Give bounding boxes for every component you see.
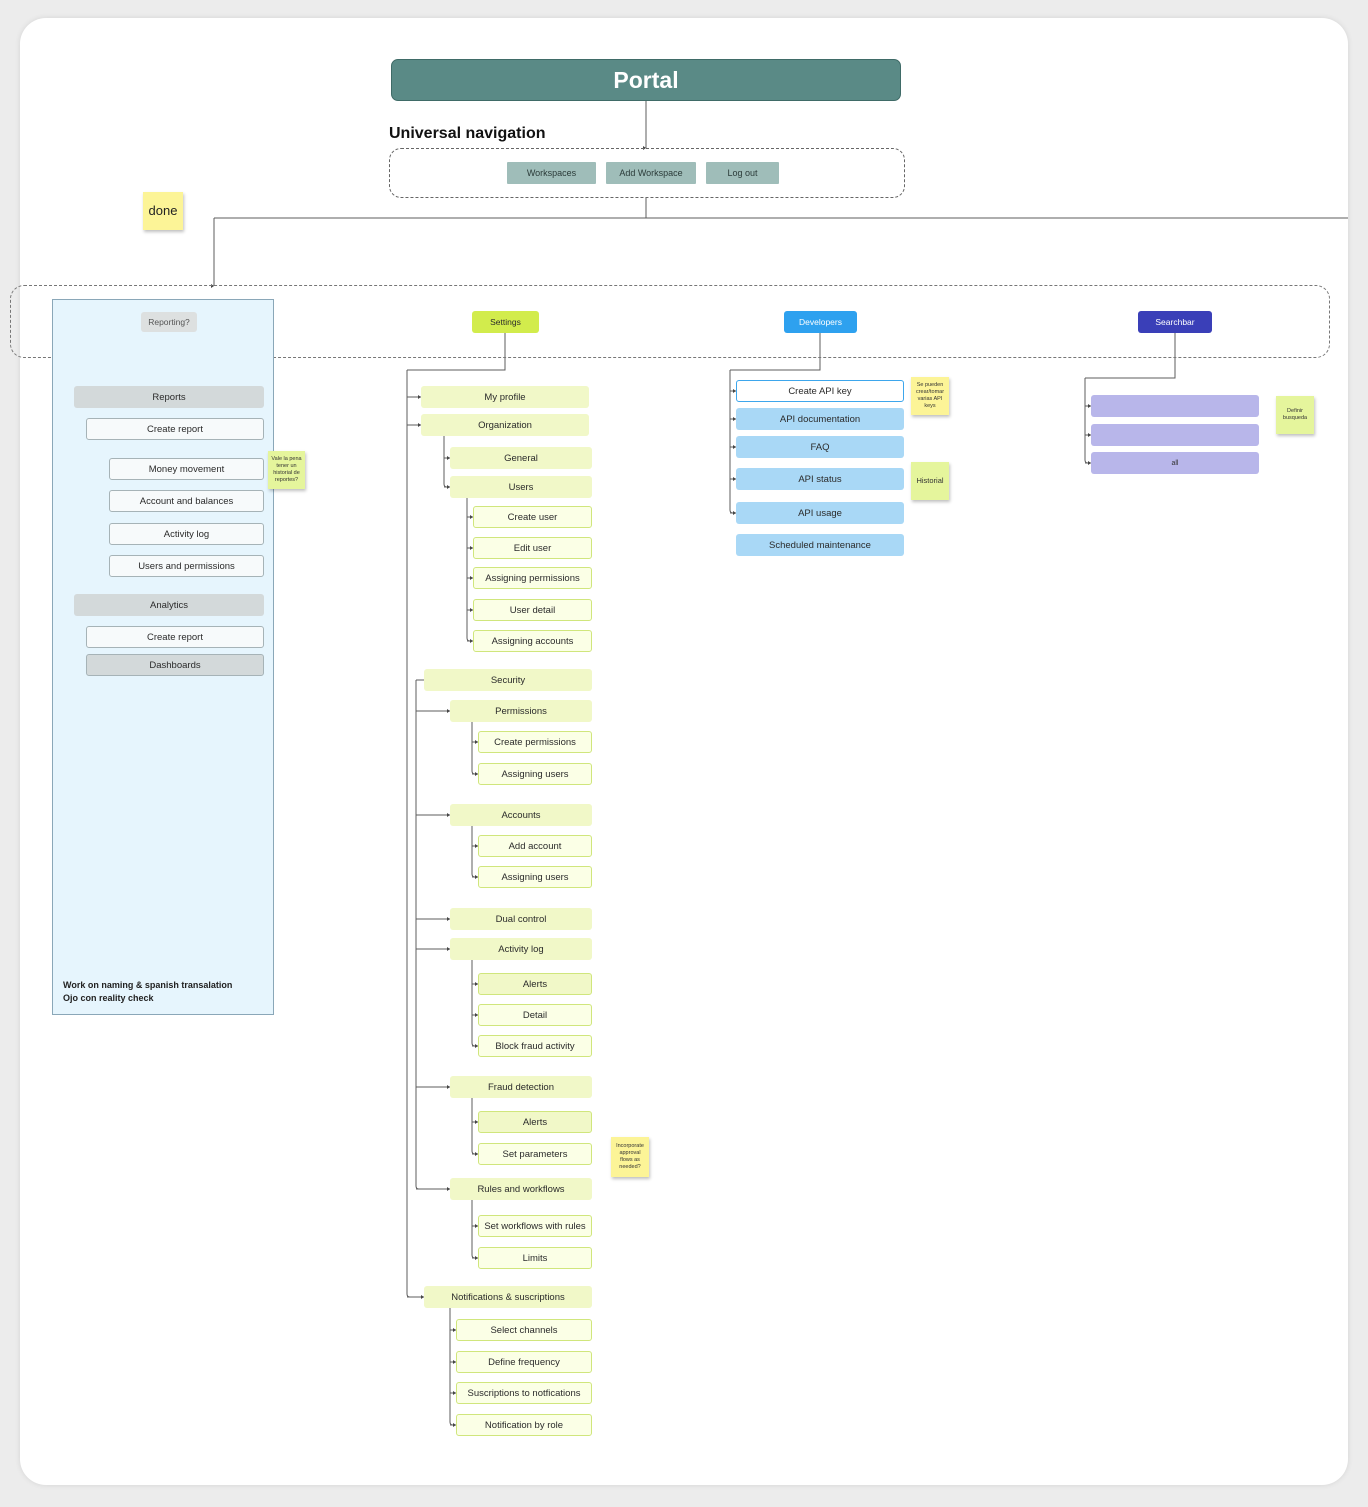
fraud-set-parameters-node[interactable]: Set parameters — [478, 1143, 592, 1165]
report-account-balances-node[interactable]: Account and balances — [109, 490, 264, 512]
notifications-suscriptions-node[interactable]: Suscriptions to notfications — [456, 1382, 592, 1404]
searchbar-item-2[interactable] — [1091, 424, 1259, 446]
nav-log-out-button[interactable]: Log out — [706, 162, 779, 184]
universal-navigation-group — [389, 148, 905, 198]
sections-region — [10, 285, 1330, 358]
approval-flows-sticky-note[interactable]: Incorporate approval flows as needed? — [611, 1137, 649, 1177]
permissions-assigning-users-node[interactable]: Assigning users — [478, 763, 592, 785]
dev-scheduled-maintenance-node[interactable]: Scheduled maintenance — [736, 534, 904, 556]
rules-limits-node[interactable]: Limits — [478, 1247, 592, 1269]
nav-workspaces-button[interactable]: Workspaces — [507, 162, 596, 184]
developers-section-label[interactable]: Developers — [784, 311, 857, 333]
security-fraud-detection-node[interactable]: Fraud detection — [450, 1076, 592, 1098]
universal-navigation-title: Universal navigation — [389, 125, 546, 142]
security-rules-workflows-node[interactable]: Rules and workflows — [450, 1178, 592, 1200]
analytics-dashboards-node[interactable]: Dashboards — [86, 654, 264, 676]
permissions-create-node[interactable]: Create permissions — [478, 731, 592, 753]
organization-users-node[interactable]: Users — [450, 476, 592, 498]
dev-api-documentation-node[interactable]: API documentation — [736, 408, 904, 430]
report-users-permissions-node[interactable]: Users and permissions — [109, 555, 264, 577]
settings-section-label[interactable]: Settings — [472, 311, 539, 333]
searchbar-item-all[interactable]: all — [1091, 452, 1259, 474]
organization-general-node[interactable]: General — [450, 447, 592, 469]
activity-block-fraud-node[interactable]: Block fraud activity — [478, 1035, 592, 1057]
api-keys-sticky-note[interactable]: Se pueden crear/tomar varias API keys — [911, 377, 949, 415]
notifications-by-role-node[interactable]: Notification by role — [456, 1414, 592, 1436]
settings-notifications-node[interactable]: Notifications & suscriptions — [424, 1286, 592, 1308]
reporting-section-label[interactable]: Reporting? — [141, 312, 197, 332]
security-accounts-node[interactable]: Accounts — [450, 804, 592, 826]
security-dual-control-node[interactable]: Dual control — [450, 908, 592, 930]
users-user-detail-node[interactable]: User detail — [473, 599, 592, 621]
users-edit-user-node[interactable]: Edit user — [473, 537, 592, 559]
notifications-select-channels-node[interactable]: Select channels — [456, 1319, 592, 1341]
security-activity-log-node[interactable]: Activity log — [450, 938, 592, 960]
fraud-alerts-node[interactable]: Alerts — [478, 1111, 592, 1133]
users-assigning-accounts-node[interactable]: Assigning accounts — [473, 630, 592, 652]
reports-create-report-node[interactable]: Create report — [86, 418, 264, 440]
settings-my-profile-node[interactable]: My profile — [421, 386, 589, 408]
accounts-add-account-node[interactable]: Add account — [478, 835, 592, 857]
notifications-define-frequency-node[interactable]: Define frequency — [456, 1351, 592, 1373]
activity-detail-node[interactable]: Detail — [478, 1004, 592, 1026]
report-activity-log-node[interactable]: Activity log — [109, 523, 264, 545]
dev-create-api-key-node[interactable]: Create API key — [736, 380, 904, 402]
users-assigning-permissions-node[interactable]: Assigning permissions — [473, 567, 592, 589]
reports-node[interactable]: Reports — [74, 386, 264, 408]
security-permissions-node[interactable]: Permissions — [450, 700, 592, 722]
activity-alerts-node[interactable]: Alerts — [478, 973, 592, 995]
portal-root-node[interactable]: Portal — [391, 59, 901, 101]
definir-busqueda-sticky-note[interactable]: Definir busqueda — [1276, 396, 1314, 434]
analytics-node[interactable]: Analytics — [74, 594, 264, 616]
settings-organization-node[interactable]: Organization — [421, 414, 589, 436]
done-sticky-note[interactable]: done — [143, 192, 183, 230]
rules-set-workflows-node[interactable]: Set workflows with rules — [478, 1215, 592, 1237]
dev-api-usage-node[interactable]: API usage — [736, 502, 904, 524]
users-create-user-node[interactable]: Create user — [473, 506, 592, 528]
reporting-note-line-1: Work on naming & spanish transalation — [63, 980, 233, 990]
historial-sticky-note[interactable]: Historial — [911, 462, 949, 500]
analytics-create-report-node[interactable]: Create report — [86, 626, 264, 648]
report-history-sticky-note[interactable]: Vale la pena tener un historial de repor… — [268, 451, 305, 489]
accounts-assigning-users-node[interactable]: Assigning users — [478, 866, 592, 888]
report-money-movement-node[interactable]: Money movement — [109, 458, 264, 480]
settings-security-node[interactable]: Security — [424, 669, 592, 691]
dev-api-status-node[interactable]: API status — [736, 468, 904, 490]
searchbar-item-1[interactable] — [1091, 395, 1259, 417]
dev-faq-node[interactable]: FAQ — [736, 436, 904, 458]
nav-add-workspace-button[interactable]: Add Workspace — [606, 162, 696, 184]
reporting-note-line-2: Ojo con reality check — [63, 993, 154, 1004]
reporting-naming-note: Work on naming & spanish transalation Oj… — [63, 979, 269, 1005]
searchbar-section-label[interactable]: Searchbar — [1138, 311, 1212, 333]
